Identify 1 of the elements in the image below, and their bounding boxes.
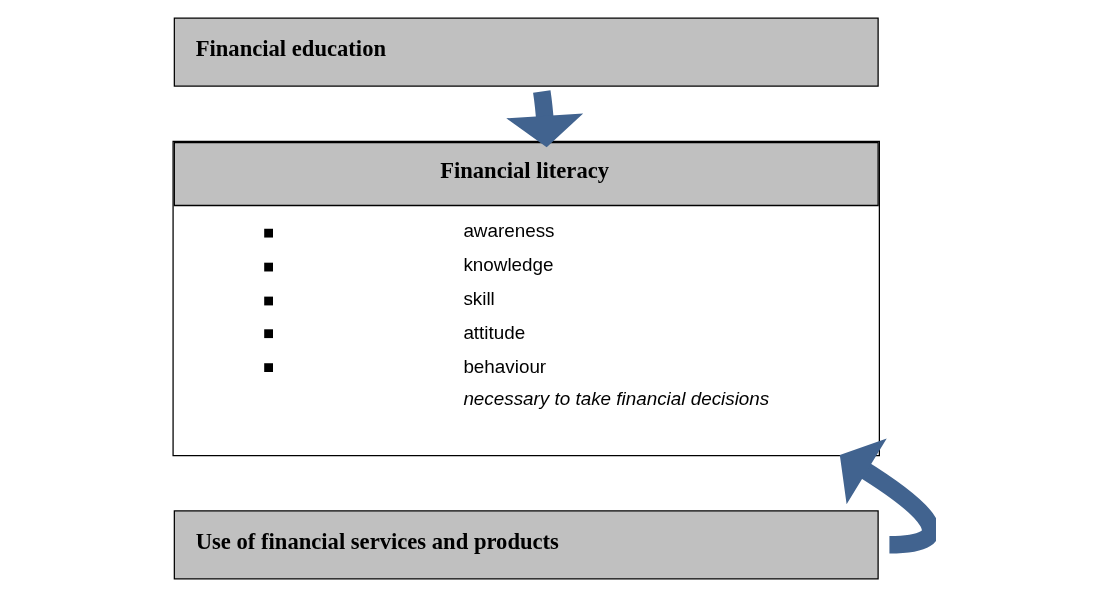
arrow — [839, 438, 936, 554]
